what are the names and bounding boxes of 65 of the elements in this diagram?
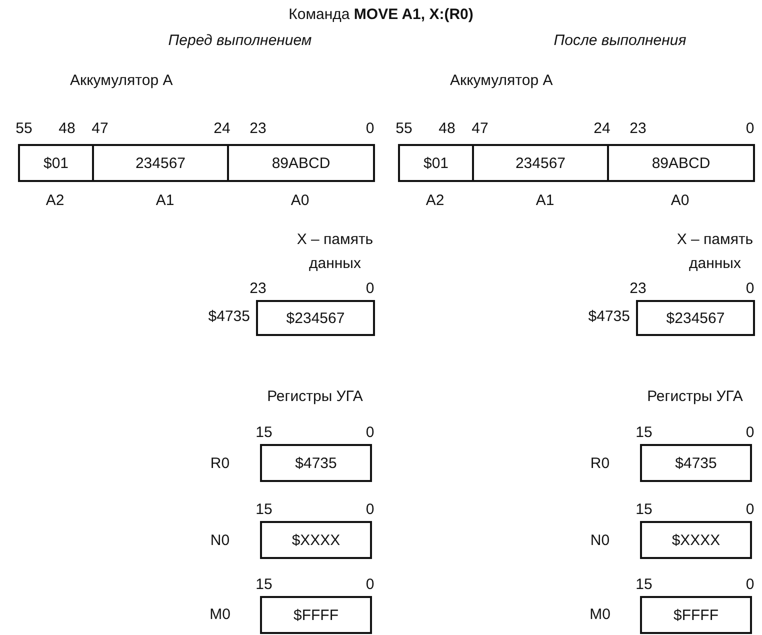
command-title: Команда MOVE A1, X:(R0) — [288, 6, 474, 23]
register-label: 23 — [628, 120, 648, 138]
register-label: A2 — [424, 192, 446, 210]
register-label: A2 — [44, 192, 66, 210]
register-label: 0 — [364, 576, 376, 594]
register-label: Аккумулятор A — [70, 72, 174, 90]
register-label: Регистры УГА — [266, 388, 364, 406]
register-cell: $XXXX — [640, 521, 752, 559]
register-cell: $01 — [18, 144, 94, 182]
register-label: 24 — [212, 120, 232, 138]
register-label: 0 — [744, 424, 756, 442]
register-label: N0 — [209, 532, 231, 550]
register-label: 15 — [254, 501, 274, 519]
register-label: 23 — [628, 280, 648, 298]
register-cell: 234567 — [92, 144, 229, 182]
register-label: 0 — [364, 501, 376, 519]
register-label: 15 — [634, 424, 654, 442]
register-label: 0 — [744, 280, 756, 298]
register-label: 0 — [744, 501, 756, 519]
register-label: A1 — [534, 192, 556, 210]
register-cell: $FFFF — [260, 596, 372, 634]
register-label: M0 — [588, 606, 612, 624]
column-heading: Перед выполнением — [167, 32, 313, 50]
register-label: 15 — [634, 501, 654, 519]
register-label: 55 — [394, 120, 414, 138]
register-label: Регистры УГА — [646, 388, 744, 406]
register-label: 55 — [14, 120, 34, 138]
register-cell: $234567 — [256, 300, 375, 336]
register-cell: 89ABCD — [227, 144, 375, 182]
register-label: 23 — [248, 120, 268, 138]
column-heading: После выполнения — [552, 32, 688, 50]
register-label: 23 — [248, 280, 268, 298]
register-label: N0 — [589, 532, 611, 550]
register-label: A0 — [290, 192, 310, 210]
register-label: 47 — [470, 120, 490, 138]
register-label: X – память данных — [676, 230, 754, 274]
register-label: R0 — [589, 455, 611, 473]
register-label: X – память данных — [296, 230, 374, 274]
register-label: 0 — [744, 120, 756, 138]
register-label: $4735 — [587, 308, 630, 326]
register-label: 15 — [634, 576, 654, 594]
register-label: $4735 — [207, 308, 250, 326]
register-label: 0 — [364, 424, 376, 442]
register-label: 47 — [90, 120, 110, 138]
register-cell: $FFFF — [640, 596, 752, 634]
register-label: 48 — [58, 120, 76, 138]
register-cell: $234567 — [636, 300, 755, 336]
register-cell: $4735 — [640, 444, 752, 482]
register-cell: $01 — [398, 144, 474, 182]
register-cell: $4735 — [260, 444, 372, 482]
register-label: A0 — [670, 192, 690, 210]
register-label: Аккумулятор A — [450, 72, 554, 90]
register-label: M0 — [208, 606, 232, 624]
register-label: 0 — [744, 576, 756, 594]
register-cell: $XXXX — [260, 521, 372, 559]
register-label: 48 — [438, 120, 456, 138]
register-label: A1 — [154, 192, 176, 210]
register-label: 0 — [364, 120, 376, 138]
register-label: 15 — [254, 576, 274, 594]
register-label: 0 — [364, 280, 376, 298]
register-label: 15 — [254, 424, 274, 442]
register-cell: 89ABCD — [607, 144, 755, 182]
register-cell: 234567 — [472, 144, 609, 182]
register-label: 24 — [592, 120, 612, 138]
register-label: R0 — [209, 455, 231, 473]
